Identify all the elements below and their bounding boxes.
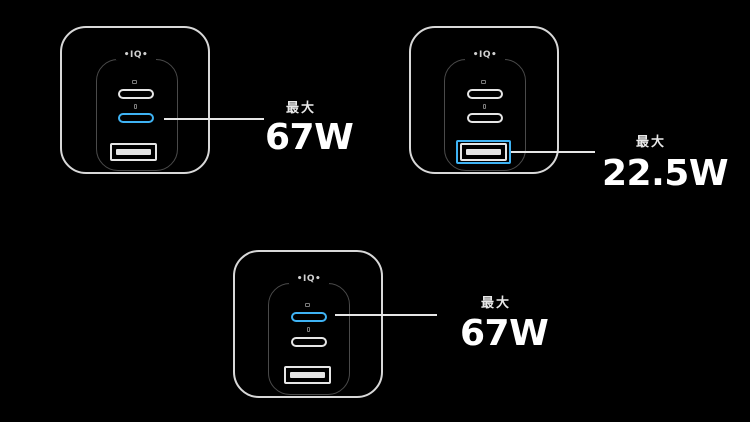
max-label: 最大 [286, 101, 317, 116]
iq-logo: •IQ• [289, 274, 329, 284]
usb-c-port-2 [291, 337, 327, 347]
port-marker-icon [481, 80, 486, 84]
usb-c-port-1 [118, 89, 154, 99]
port-marker-icon [305, 303, 310, 307]
charger-body [60, 26, 210, 174]
power-value: 67W [460, 313, 549, 354]
max-label: 最大 [481, 296, 512, 311]
iq-logo: •IQ• [465, 50, 505, 60]
power-value: 67W [265, 117, 354, 158]
port-marker-icon [307, 327, 310, 332]
usb-c-port-1 [467, 89, 503, 99]
usb-a-highlight-frame [456, 140, 511, 164]
port-marker-icon [132, 80, 137, 84]
callout-line [511, 151, 595, 153]
usb-c-port-2 [467, 113, 503, 123]
charger-body [233, 250, 383, 398]
usb-a-port [284, 366, 331, 384]
port-marker-icon [134, 104, 137, 109]
port-marker-icon [483, 104, 486, 109]
callout-line [164, 118, 264, 120]
charger-body [409, 26, 559, 174]
usb-c-port-2-highlighted [118, 113, 154, 123]
iq-logo: •IQ• [116, 50, 156, 60]
usb-c-port-1-highlighted [291, 312, 327, 322]
usb-a-port [110, 143, 157, 161]
usb-a-port-highlighted [460, 143, 507, 161]
max-label: 最大 [636, 135, 667, 150]
callout-line [335, 314, 437, 316]
power-value: 22.5W [602, 153, 729, 194]
